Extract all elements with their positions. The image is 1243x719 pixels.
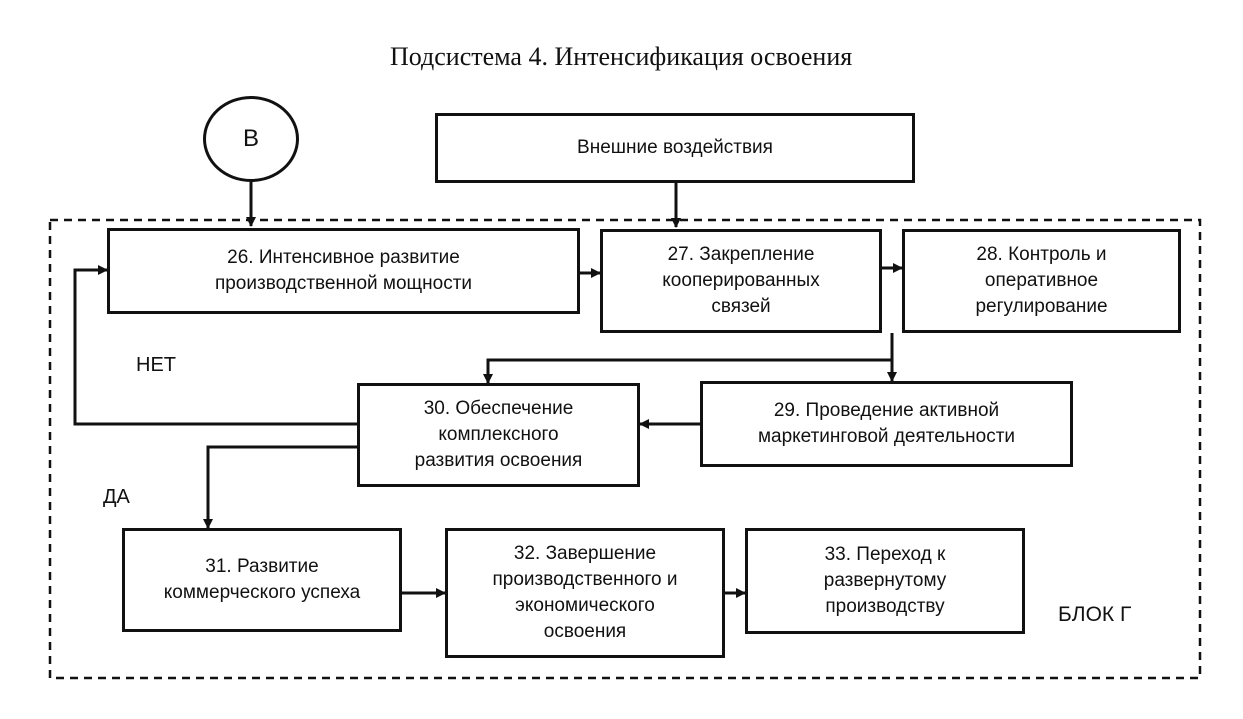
- block-32-label: 32. Завершение производственного и эконо…: [492, 543, 678, 642]
- block-30-label: 30. Обеспечение комплексного развития ос…: [414, 398, 583, 471]
- block-29: 29. Проведение активной маркетинговой де…: [700, 381, 1073, 467]
- block-32: 32. Завершение производственного и эконо…: [445, 528, 725, 658]
- connector-b: В: [203, 96, 299, 182]
- block-27: 27. Закрепление кооперированных связей: [600, 229, 882, 333]
- block-31-label: 31. Развитие коммерческого успеха: [163, 556, 361, 603]
- arrow-30-yes-to-31: [203, 445, 357, 529]
- external-influences-box: Внешние воздействия: [435, 113, 915, 183]
- block-30: 30. Обеспечение комплексного развития ос…: [357, 383, 640, 487]
- no-branch-label: НЕТ: [136, 354, 176, 376]
- block-26-label: 26. Интенсивное развитие производственно…: [214, 247, 473, 294]
- yes-branch-label: ДА: [103, 486, 130, 508]
- block-26: 26. Интенсивное развитие производственно…: [107, 228, 580, 314]
- external-influences-label: Внешние воздействия: [577, 137, 773, 158]
- block-27-label: 27. Закрепление кооперированных связей: [662, 244, 820, 317]
- connector-b-label: В: [242, 125, 259, 152]
- block-33: 33. Переход к развернутому производству: [745, 528, 1025, 634]
- arrow-30-no-to-26: [73, 265, 357, 426]
- arrow-28-to-30: [483, 358, 892, 384]
- block-28-label: 28. Контроль и оперативное регулирование: [975, 244, 1108, 317]
- block-boundary: [48, 218, 1202, 680]
- diagram-title: Подсистема 4. Интенсификация освоения: [390, 42, 853, 71]
- block-28: 28. Контроль и оперативное регулирование: [902, 229, 1181, 333]
- block-33-label: 33. Переход к развернутому производству: [823, 544, 947, 617]
- block-31: 31. Развитие коммерческого успеха: [122, 528, 402, 632]
- block-29-label: 29. Проведение активной маркетинговой де…: [757, 400, 1016, 447]
- block-g-label: БЛОК Г: [1058, 603, 1132, 626]
